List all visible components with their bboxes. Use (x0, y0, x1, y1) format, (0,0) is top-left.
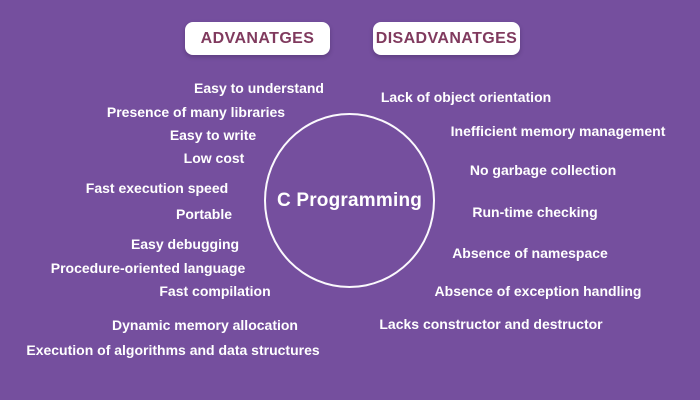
advantage-item: Fast compilation (159, 283, 271, 299)
advantage-item: Low cost (183, 150, 245, 166)
disadvantages-header-label: DISADVANATGES (375, 29, 518, 47)
disadvantage-item: Inefficient memory management (450, 123, 666, 139)
disadvantage-item: Absence of namespace (452, 245, 608, 261)
disadvantages-header-pill: DISADVANATGES (373, 22, 520, 55)
advantage-item: Presence of many libraries (106, 104, 286, 120)
advantage-item: Easy to write (169, 127, 257, 143)
advantage-item: Easy debugging (130, 236, 240, 252)
disadvantage-item: Run-time checking (472, 204, 598, 220)
disadvantage-item: Lack of object orientation (380, 89, 552, 105)
advantage-item: Dynamic memory allocation (112, 317, 298, 333)
advantage-item: Fast execution speed (85, 180, 229, 196)
advantages-header-label: ADVANATGES (200, 29, 315, 47)
advantage-item: Easy to understand (194, 80, 324, 96)
disadvantage-item: No garbage collection (469, 162, 617, 178)
disadvantage-item: Lacks constructor and destructor (379, 316, 603, 332)
advantage-item: Execution of algorithms and data structu… (26, 342, 320, 358)
advantage-item: Portable (175, 206, 233, 222)
disadvantage-item: Absence of exception handling (434, 283, 642, 299)
center-circle-label: C Programming (276, 189, 423, 211)
advantages-header-pill: ADVANATGES (185, 22, 330, 55)
center-circle: C Programming (264, 113, 435, 288)
advantage-item: Procedure-oriented language (50, 260, 246, 276)
